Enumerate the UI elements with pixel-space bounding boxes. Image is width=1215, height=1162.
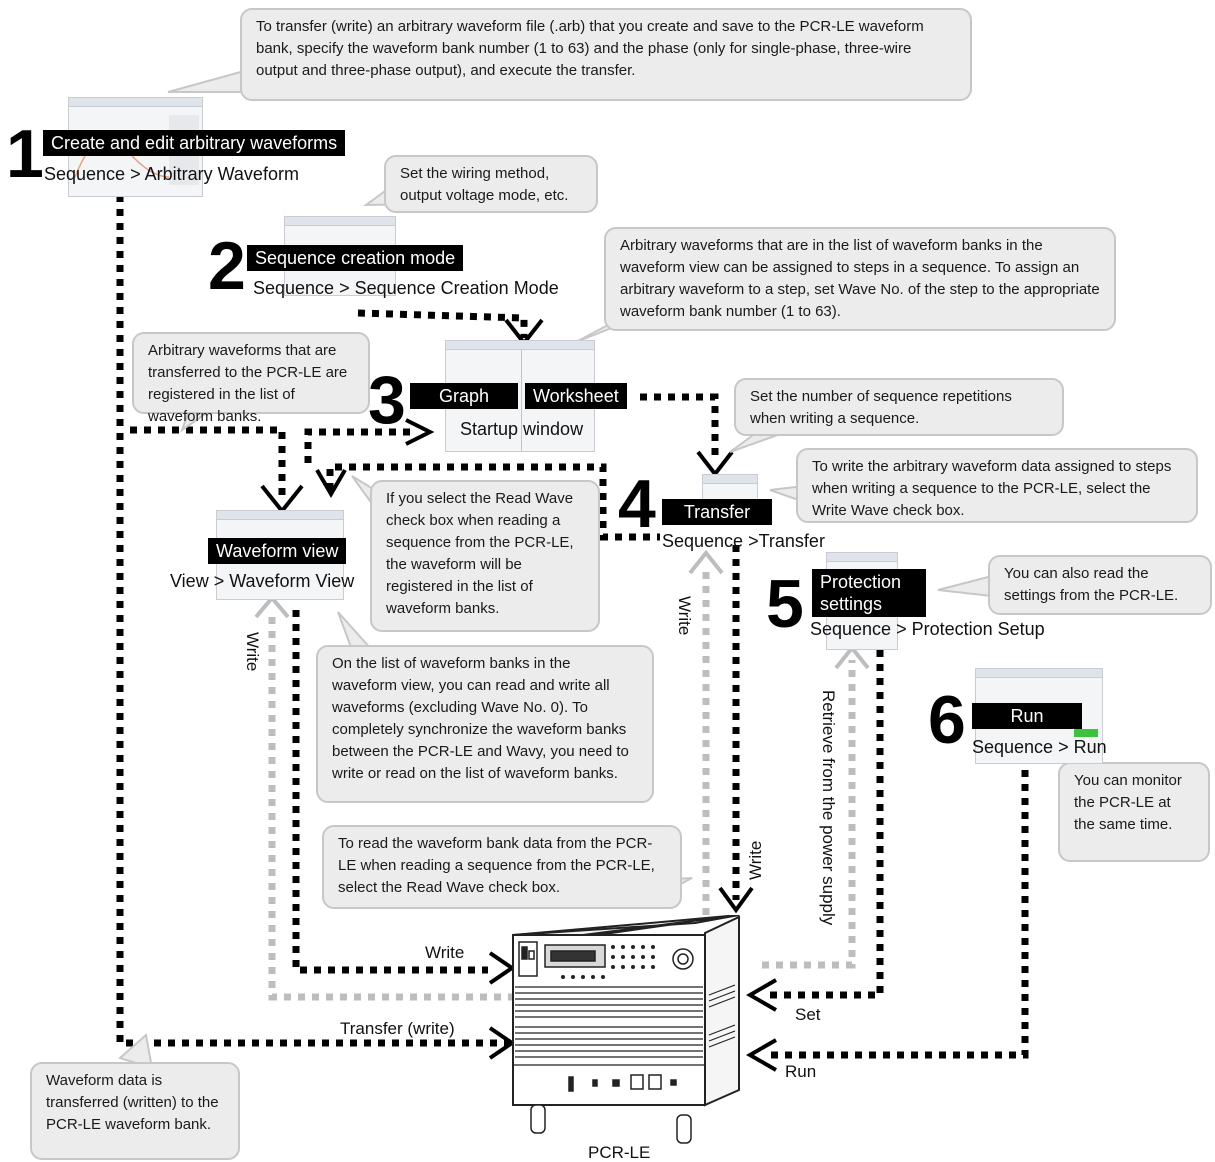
arrowhead-gray-waveform — [254, 594, 290, 619]
step2-menu: Sequence > Sequence Creation Mode — [253, 278, 559, 298]
step4-title: Transfer — [662, 499, 772, 525]
step6-title: Run — [972, 703, 1082, 729]
callout-read-bank: To read the waveform bank data from the … — [322, 825, 682, 909]
arrowhead-gray-protection — [834, 644, 870, 670]
step5-title-line1: Protection — [820, 572, 902, 592]
wire-read-wave — [326, 463, 660, 541]
step6-menu: Sequence > Run — [972, 737, 1107, 757]
wire-to-waveform-view — [130, 426, 286, 500]
step5-title-line2: settings — [820, 594, 883, 614]
device-label: PCR-LE — [588, 1143, 651, 1162]
wire-gray-read-waveform — [268, 610, 515, 1001]
label-write-horizontal: Write — [425, 943, 465, 962]
label-write-right: Write — [746, 840, 765, 880]
pcr-le-power-supply — [512, 915, 740, 1144]
callout-monitor: You can monitor the PCR-LE at the same t… — [1058, 762, 1210, 862]
step3-number: 3 — [368, 362, 406, 438]
label-write-middle: Write — [675, 596, 694, 636]
wire-startup-to-waveform — [304, 428, 410, 468]
arrowhead-gray-transfer — [688, 549, 724, 575]
callout-transferred: Waveform data is transferred (written) t… — [30, 1062, 240, 1160]
label-set: Set — [795, 1005, 821, 1024]
step4-number: 4 — [618, 466, 656, 542]
graph-tab[interactable]: Graph — [410, 383, 518, 409]
step2-number: 2 — [208, 228, 246, 304]
step6-number: 6 — [928, 682, 966, 758]
waveform-view-menu: View > Waveform View — [170, 571, 355, 591]
wire-step2-to-startup — [357, 309, 528, 338]
step3-menu: Startup window — [460, 419, 584, 439]
arrowhead-pcr-run — [745, 1038, 777, 1072]
callout-read-wave-cb: If you select the Read Wave check box wh… — [370, 480, 600, 632]
label-transfer-write: Transfer (write) — [340, 1019, 455, 1038]
step4-menu: Sequence >Transfer — [662, 531, 825, 551]
worksheet-tab[interactable]: Worksheet — [525, 383, 627, 409]
label-retrieve: Retrieve from the power supply — [819, 690, 838, 926]
callout-repetitions: Set the number of sequence repetitions w… — [734, 378, 1064, 436]
step1-menu: Sequence > Arbitrary Waveform — [44, 164, 299, 184]
callout-transfer-arb: To transfer (write) an arbitrary wavefor… — [240, 8, 972, 101]
wire-step1-to-pcr — [116, 195, 515, 1047]
callout-sync-banks: On the list of waveform banks in the wav… — [316, 645, 654, 803]
wire-run — [768, 770, 1029, 1059]
arrowhead-waveform-b — [315, 468, 347, 498]
device-side-face — [704, 915, 740, 1107]
arrowhead-pcr-top-write — [718, 886, 754, 914]
tail-settings — [937, 574, 993, 598]
arrowhead-pcr-set — [745, 978, 777, 1012]
wire-worksheet-to-transfer — [640, 393, 719, 458]
callout-write-wave: To write the arbitrary waveform data ass… — [796, 448, 1198, 523]
wire-protection-set — [768, 650, 884, 999]
callout-read-settings: You can also read the settings from the … — [988, 555, 1212, 615]
step5-number: 5 — [766, 566, 804, 642]
wire-gray-retrieve — [762, 660, 856, 969]
label-run: Run — [785, 1062, 817, 1081]
callout-assign-steps: Arbitrary waveforms that are in the list… — [604, 227, 1116, 331]
step1-number: 1 — [6, 116, 44, 192]
step5-menu: Sequence > Protection Setup — [810, 619, 1045, 639]
arrowhead-startup — [405, 418, 435, 446]
step5-title: Protection settings — [812, 569, 926, 617]
step2-title: Sequence creation mode — [247, 245, 464, 271]
step1-title: Create and edit arbitrary waveforms — [43, 130, 346, 156]
callout-registered: Arbitrary waveforms that are transferred… — [132, 332, 370, 425]
label-write-left: Write — [243, 632, 262, 672]
waveform-view-title: Waveform view — [208, 538, 347, 564]
callout-wiring: Set the wiring method, output voltage mo… — [384, 155, 598, 213]
arrowhead-transfer — [696, 450, 734, 478]
